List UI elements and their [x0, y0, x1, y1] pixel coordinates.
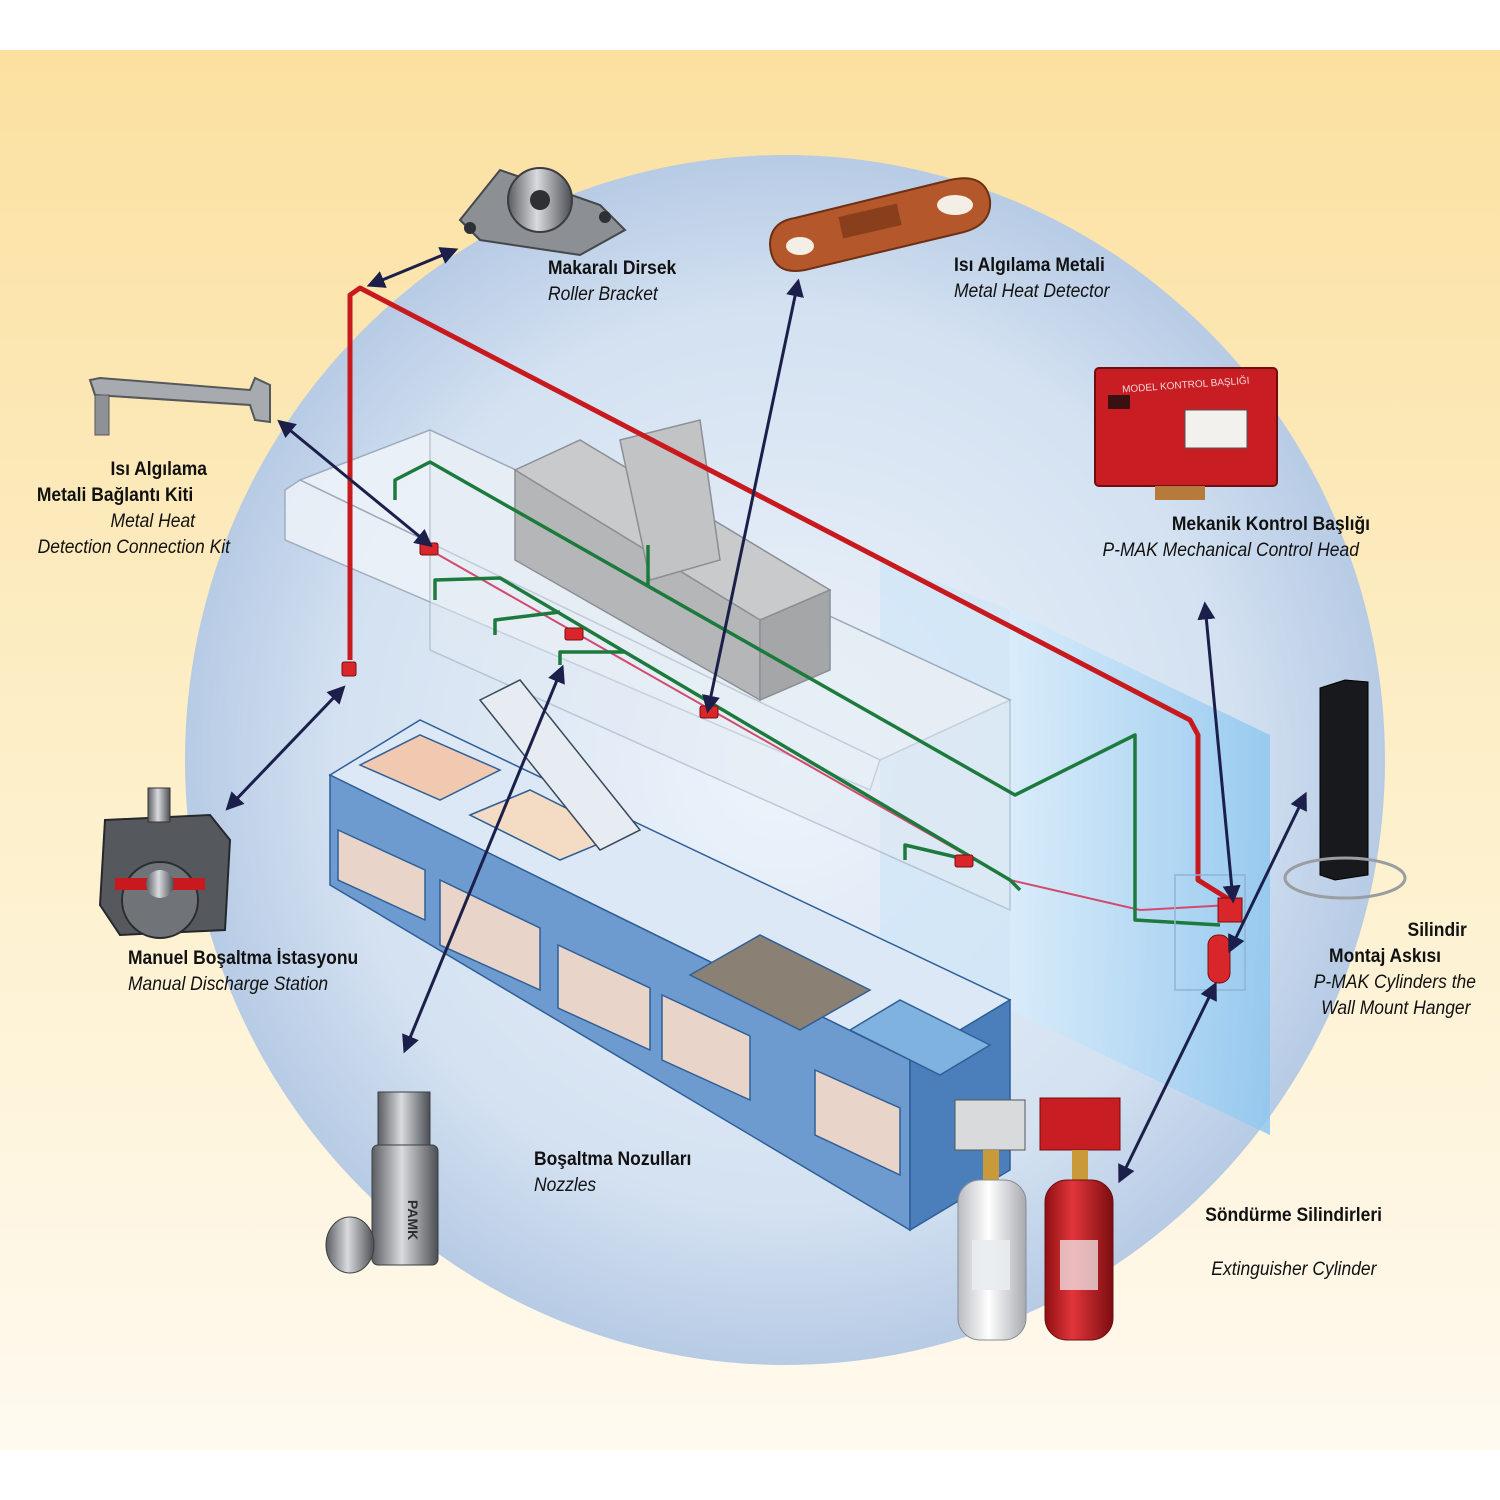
- wall-hanger-tr1: Silindir: [1407, 920, 1467, 941]
- control-head-image: MODEL KONTROL BAŞLIĞI: [1094, 367, 1278, 500]
- control-head-tr: Mekanik Kontrol Başlığı: [1171, 514, 1370, 535]
- label-metal-heat-detector: Isı Algılama Metali Metal Heat Detector: [954, 253, 1123, 305]
- wall-hanger-en1: P-MAK Cylinders the: [1313, 972, 1476, 993]
- metal-heat-detector-tr: Isı Algılama Metali: [954, 255, 1105, 276]
- nozzles-tr: Boşaltma Nozulları: [534, 1149, 692, 1170]
- connection-kit-en2: Detection Connection Kit: [37, 537, 230, 558]
- detection-wire-thin: [429, 549, 1231, 912]
- connection-kit-en1: Metal Heat: [110, 511, 196, 532]
- manual-station-en: Manual Discharge Station: [128, 974, 329, 995]
- nozzle-image: PAMK: [325, 1091, 439, 1274]
- metal-heat-detector-en: Metal Heat Detector: [954, 281, 1110, 302]
- control-head-en: P-MAK Mechanical Control Head: [1102, 540, 1359, 561]
- label-nozzles: Boşaltma Nozulları Nozzles: [534, 1147, 705, 1199]
- label-roller-bracket: Makaralı Dirsek Roller Bracket: [548, 256, 687, 308]
- connection-kit-tr1: Isı Algılama: [110, 459, 207, 480]
- label-control-head: Mekanik Kontrol Başlığı P-MAK Mechanical…: [1060, 512, 1370, 564]
- manual-station-image: [98, 787, 232, 939]
- wall-hanger-tr2: Montaj Askısı: [1329, 946, 1442, 967]
- manual-station-tr: Manuel Boşaltma İstasyonu: [128, 948, 359, 969]
- label-cylinders: Söndürme Silindirleri Extinguisher Cylin…: [1150, 1203, 1382, 1283]
- cylinders-tr: Söndürme Silindirleri: [1205, 1205, 1382, 1226]
- roller-bracket-en: Roller Bracket: [548, 284, 658, 305]
- roller-bracket-image: [458, 167, 627, 257]
- label-wall-hanger: Silindir Montaj Askısı P-MAK Cylinders t…: [1280, 918, 1476, 1022]
- callout-arrows: [225, 247, 1307, 1184]
- roller-bracket-tr: Makaralı Dirsek: [548, 258, 677, 279]
- metal-heat-detector-image: [768, 177, 992, 272]
- label-manual-station: Manuel Boşaltma İstasyonu Manual Dischar…: [128, 946, 378, 998]
- extinguisher-cylinders-image: [954, 1097, 1121, 1341]
- wall-hanger-en2: Wall Mount Hanger: [1321, 998, 1471, 1019]
- nozzles-en: Nozzles: [534, 1175, 597, 1196]
- connection-kit-tr2: Metali Bağlantı Kiti: [36, 485, 194, 506]
- nozzle-brand-text: PAMK: [405, 1200, 421, 1240]
- label-connection-kit: Isı Algılama Metali Bağlantı Kiti Metal …: [20, 457, 230, 561]
- wall-hanger-image: [1283, 679, 1407, 900]
- cylinders-en: Extinguisher Cylinder: [1211, 1259, 1377, 1280]
- connection-kit-image: [88, 376, 271, 436]
